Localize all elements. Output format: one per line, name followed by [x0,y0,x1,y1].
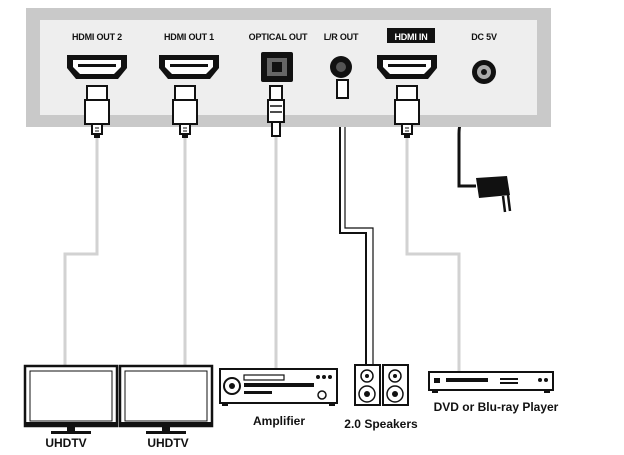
uhdtv-1: UHDTV [23,364,119,450]
speakers: 2.0 Speakers [344,364,418,431]
port-hdmi-out-2[interactable]: HDMI OUT 2 [67,32,127,79]
device-label-player: DVD or Blu-ray Player [434,400,559,414]
amplifier-icon [219,368,338,406]
cable-lr-out-right [344,97,374,365]
splitter-device: HDMI OUT 2 HDMI OUT 1 OPTICAL OUT L/R OU… [26,8,551,127]
amplifier: Amplifier [219,368,338,428]
port-label-hdmi-out-1: HDMI OUT 1 [164,32,214,42]
hdmi-port-icon [67,55,127,79]
device-label-uhdtv-2: UHDTV [147,436,188,450]
hdmi-in-label-background [387,28,435,43]
port-label-optical-out: OPTICAL OUT [249,32,308,42]
uhdtv-2: UHDTV [118,364,214,450]
cable-hdmi-in [405,135,461,373]
port-hdmi-in[interactable]: HDMI IN [377,28,437,79]
tv-icon [118,364,214,436]
disc-player-icon [428,371,554,393]
player: DVD or Blu-ray Player [428,371,559,414]
port-optical-out[interactable]: OPTICAL OUT [249,32,308,82]
speakers-icon [354,364,409,406]
port-dc-5v[interactable]: DC 5V [471,32,497,84]
hdmi-port-icon [159,55,219,79]
audio-plug-icon [336,79,349,99]
hdmi-plug-icon [172,85,198,139]
device-label-amplifier: Amplifier [253,414,305,428]
hdmi-plug-icon [394,85,420,139]
cable-hdmi-out-2 [63,135,99,368]
port-hdmi-out-1[interactable]: HDMI OUT 1 [159,32,219,79]
device-label-uhdtv-1: UHDTV [45,436,86,450]
port-lr-out[interactable]: L/R OUT [324,32,359,78]
port-label-dc-5v: DC 5V [471,32,497,42]
cable-lr-out [339,97,367,365]
device-label-speakers: 2.0 Speakers [344,417,418,431]
power-adapter-icon [476,176,512,213]
hdmi-port-icon [377,55,437,79]
port-label-hdmi-out-2: HDMI OUT 2 [72,32,122,42]
hdmi-plug-icon [84,85,110,139]
port-label-lr-out: L/R OUT [324,32,359,42]
optical-plug-icon [267,85,285,137]
tv-icon [23,364,119,436]
port-label-hdmi-in: HDMI IN [394,32,427,42]
